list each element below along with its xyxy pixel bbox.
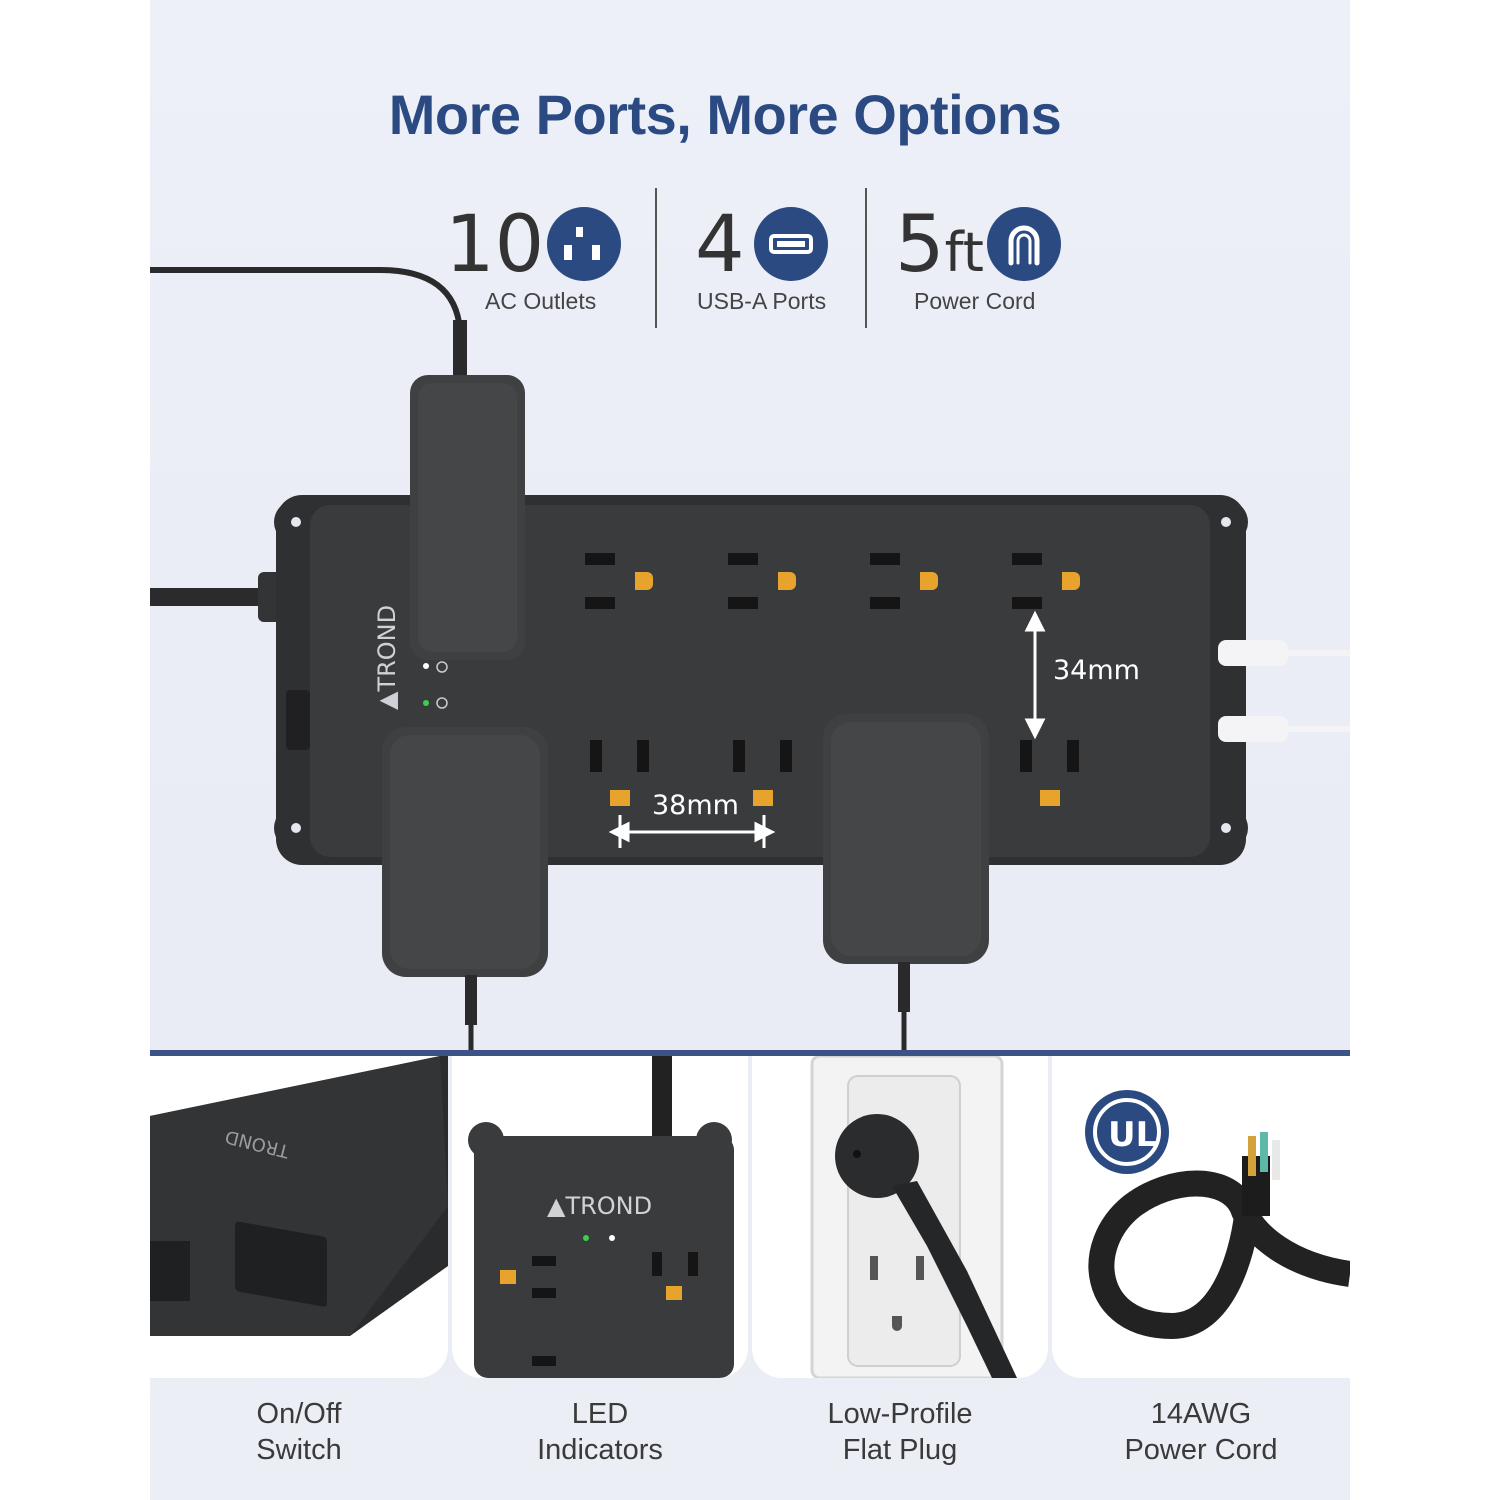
svg-text:▲TROND: ▲TROND xyxy=(547,1192,652,1220)
ac-outlet xyxy=(728,553,796,609)
brand-logo: ▲TROND xyxy=(373,605,401,710)
svg-text:UL: UL xyxy=(1108,1115,1157,1155)
feature-panel-switch: TROND xyxy=(150,1056,448,1378)
usb-cables xyxy=(1218,640,1350,742)
stat-value: 5ft xyxy=(895,200,984,290)
feature-panel-cord: UL xyxy=(1052,1056,1350,1378)
stat-label: Power Cord xyxy=(914,288,1036,314)
outlet-row-top xyxy=(585,553,1080,609)
led-indicator xyxy=(423,700,429,706)
stat-ac-outlets: 10 AC Outlets xyxy=(445,200,625,330)
stat-value: 10 xyxy=(445,200,545,290)
product-canvas: More Ports, More Options 10 AC Outlets 4… xyxy=(150,0,1350,1500)
feature-row-divider xyxy=(150,1050,1350,1056)
wall-adapter-left xyxy=(382,727,548,1060)
outlet-icon xyxy=(547,207,621,281)
stat-divider xyxy=(865,188,867,328)
cord-icon xyxy=(987,207,1061,281)
ac-outlet xyxy=(585,553,653,609)
on-off-switch xyxy=(286,690,310,750)
feature-panel-led: ▲TROND xyxy=(452,1056,748,1378)
usb-port-icon xyxy=(754,207,828,281)
stat-label: USB-A Ports xyxy=(697,288,827,314)
wall-adapter-middle xyxy=(823,714,989,1060)
stat-value: 4 xyxy=(695,200,745,290)
wall-adapter-top xyxy=(410,320,525,660)
ac-outlet xyxy=(1020,740,1079,806)
dimension-arrows xyxy=(608,610,1046,848)
ul-certification-icon xyxy=(1085,1090,1169,1174)
ac-outlet xyxy=(1012,553,1080,609)
ac-outlet xyxy=(733,740,792,806)
feature-panel-plug xyxy=(752,1056,1048,1378)
outlet-row-bottom xyxy=(590,740,1079,806)
dimension-horizontal-label: 38mm xyxy=(652,790,739,821)
ac-outlet xyxy=(870,553,938,609)
ac-outlet xyxy=(590,740,649,806)
stat-divider xyxy=(655,188,657,328)
stat-label: AC Outlets xyxy=(485,288,597,314)
stat-power-cord: 5ft Power Cord xyxy=(895,200,1075,330)
dimension-vertical-label: 34mm xyxy=(1053,655,1140,686)
stat-usb-ports: 4 USB-A Ports xyxy=(695,200,855,330)
led-indicator xyxy=(423,663,429,669)
headline: More Ports, More Options xyxy=(388,83,1062,146)
power-strip-illustration: ▲TROND xyxy=(150,267,1350,1060)
